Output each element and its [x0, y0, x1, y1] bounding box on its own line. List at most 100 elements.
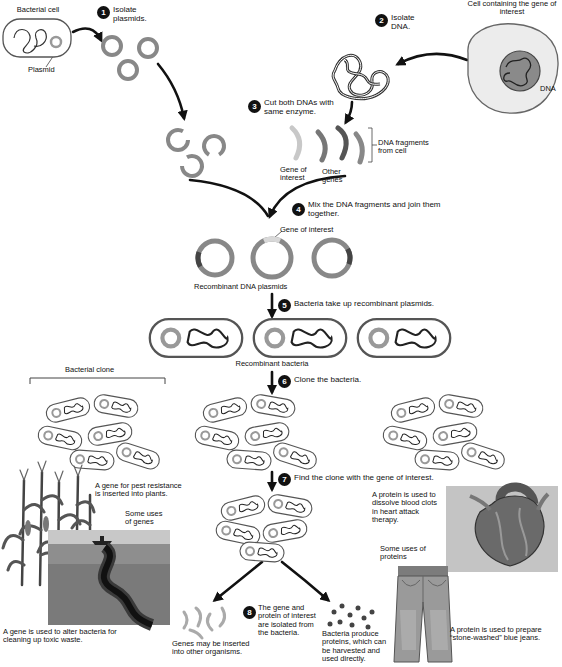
path-part: [368, 128, 377, 162]
circle-part: [338, 620, 343, 625]
step-text: Isolate plasmids.: [113, 6, 155, 24]
annotation-label: Genes may be inserted into other organis…: [172, 640, 254, 657]
circle-part: [362, 616, 367, 621]
path-part: [292, 128, 300, 158]
recombinant-plasmids: [198, 239, 350, 277]
path-part: [470, 494, 548, 510]
path-part: [190, 630, 202, 638]
path-part: [333, 55, 388, 98]
path-part: [196, 608, 201, 626]
path-part: [282, 562, 328, 600]
use-part: [414, 449, 459, 470]
path-part: [30, 378, 165, 384]
path-part: [504, 58, 531, 86]
step-text: Bacteria take up recombinant plasmids.: [294, 300, 464, 309]
bacterial-clones: [37, 393, 507, 471]
annotation-label: DNA: [540, 85, 562, 93]
annotation-label: DNA fragments from cell: [378, 139, 434, 156]
circle-part: [103, 37, 121, 55]
gene-fragments: [184, 608, 225, 638]
use-part: [262, 518, 308, 543]
use-part: [150, 319, 242, 357]
annotation-label: Some uses of proteins: [380, 545, 432, 562]
path-part: [346, 102, 352, 122]
cell-outline: [462, 19, 562, 118]
leader-lines: [30, 55, 539, 384]
rect-part: [48, 530, 170, 625]
use-part: [44, 396, 91, 424]
use-part: [239, 541, 284, 562]
annotation-label: A gene for pest resistance is inserted i…: [95, 482, 185, 499]
annotation-label: Gene of interest: [280, 166, 320, 183]
use-part: [226, 449, 271, 470]
use-part: [194, 425, 241, 452]
use-part: [438, 393, 484, 418]
path-part: [104, 547, 152, 625]
circle-part: [198, 241, 232, 275]
annotation-label: Some uses of genes: [125, 510, 170, 527]
path-part: [184, 612, 187, 628]
circle-part: [340, 604, 345, 609]
step-text: Cut both DNAs with same enzyme.: [264, 99, 344, 117]
path-part: [198, 252, 200, 266]
path-part: [400, 610, 448, 650]
rect-part: [398, 566, 448, 576]
rect-part: [446, 486, 558, 572]
circle-part: [370, 610, 375, 615]
path-part: [345, 60, 380, 84]
path-part: [264, 239, 280, 241]
use-part: [358, 319, 450, 357]
use-part: [93, 393, 139, 418]
selected-clone: [215, 493, 314, 562]
circle-part: [139, 39, 157, 57]
circle-part: [314, 240, 350, 276]
eukaryotic-cell: Cell containing the gene of interest: [462, 0, 562, 118]
circle-part: [348, 613, 353, 618]
callout-number: 6: [278, 375, 291, 388]
rect-part: [3, 19, 71, 57]
use-part: [254, 319, 346, 357]
callout-number: 5: [278, 299, 291, 312]
path-part: [14, 30, 46, 53]
use-part: [219, 494, 266, 522]
use-part: [267, 493, 313, 518]
cell-heading: Cell containing the gene of interest: [462, 0, 562, 17]
heart-photo: [446, 486, 558, 572]
path-part: [104, 547, 152, 625]
cell-outline: [0, 16, 76, 70]
ellipse-part: [43, 516, 49, 532]
step-text: Isolate DNA.: [391, 14, 429, 32]
path-part: [271, 372, 274, 392]
use-part: [459, 441, 506, 472]
callout-number: 7: [278, 473, 291, 486]
annotation-label: Recombinant bacteria: [227, 360, 317, 368]
cut-plasmids: [168, 130, 228, 180]
use-part: [37, 425, 84, 452]
circle-part: [168, 130, 188, 150]
circle-part: [500, 51, 540, 91]
path-part: [207, 614, 212, 630]
circle-part: [328, 622, 333, 627]
use-part: [201, 396, 248, 424]
annotation-label: Other genes: [322, 168, 358, 185]
path-part: [333, 55, 388, 98]
cell-heading: Bacterial cell: [0, 6, 76, 14]
annotation-label: Gene of interest: [280, 226, 350, 234]
use-part: [271, 441, 318, 472]
path-part: [402, 576, 446, 602]
step-text: Mix the DNA fragments and join them toge…: [308, 201, 458, 219]
path-part: [394, 576, 452, 662]
annotation-label: Bacterial clone: [65, 366, 145, 374]
annotation-label: Recombinant DNA plasmids: [194, 283, 314, 291]
callout-number: 4: [292, 203, 305, 216]
use-part: [389, 396, 436, 424]
circle-part: [253, 239, 291, 277]
path-part: [496, 508, 527, 560]
path-part: [468, 24, 558, 113]
circle-part: [200, 132, 227, 159]
circle-part: [178, 152, 205, 179]
circle-part: [366, 625, 371, 630]
circle-part: [119, 61, 137, 79]
annotation-label: Plasmid: [28, 66, 68, 74]
use-part: [114, 441, 161, 472]
